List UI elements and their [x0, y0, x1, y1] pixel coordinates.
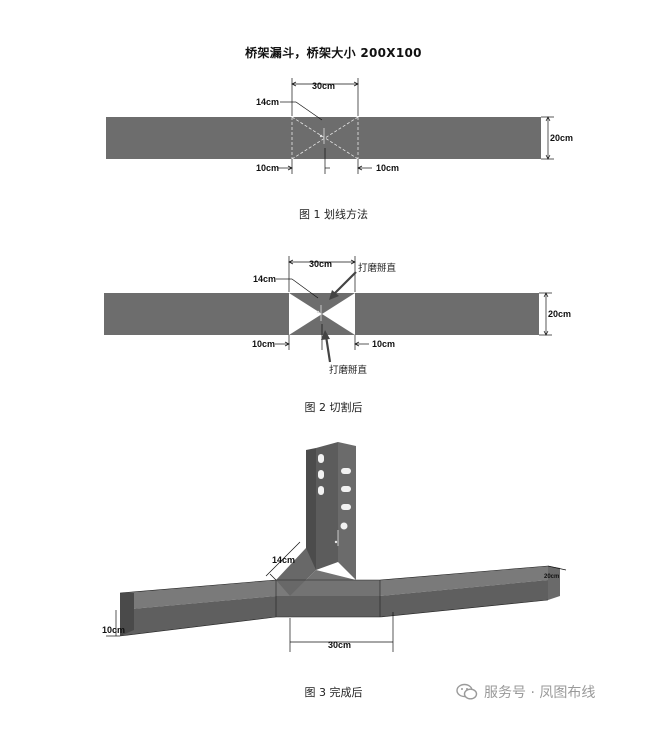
- branch-slots: [318, 454, 351, 530]
- tray-edges: [119, 565, 549, 637]
- figure-3-caption: 图 3 完成后: [304, 686, 363, 699]
- right-end: [548, 566, 560, 600]
- marking-lines: [291, 116, 359, 160]
- dim-top-label: 30cm: [309, 259, 332, 269]
- dim-diagonal: [280, 101, 323, 121]
- dim-right-label: 20cm: [548, 309, 571, 319]
- dim-bottom: [275, 324, 369, 350]
- upper-note-label: 打磨掰直: [358, 262, 397, 274]
- cut-left-triangle: [289, 293, 322, 335]
- dim-height: [106, 610, 120, 637]
- main-tray-front: [120, 580, 548, 636]
- figure-1-caption: 图 1 划线方法: [299, 208, 368, 221]
- lower-note-label: 打磨掰直: [329, 364, 368, 376]
- dim-right-label: 20cm: [550, 133, 573, 143]
- dim-branch: [265, 541, 301, 581]
- watermark-text: 服务号 · 凤图布线: [484, 685, 596, 701]
- dim-height-label: 10cm: [102, 625, 125, 635]
- page-title: 桥架漏斗，桥架大小 200X100: [245, 46, 422, 60]
- left-end: [120, 593, 134, 636]
- dim-top-label: 30cm: [312, 81, 335, 91]
- dim-bottom-right-label: 10cm: [372, 339, 395, 349]
- dim-bottom: [289, 612, 394, 652]
- funnel-left: [276, 548, 316, 596]
- dim-diagonal-label: 14cm: [253, 274, 276, 284]
- dim-diagonal: [276, 278, 319, 299]
- watermark: 服务号 · 凤图布线: [456, 682, 595, 702]
- dim-diagonal-label: 14cm: [256, 97, 279, 107]
- upper-note-arrow: [329, 271, 357, 300]
- figure-3-finished-tee: 14cm 10cm 30cm 20cm: [102, 442, 567, 652]
- dim-bottom-left-label: 10cm: [252, 339, 275, 349]
- branch-face: [338, 442, 356, 580]
- dim-bottom: [278, 148, 372, 174]
- dim-right: [547, 565, 567, 571]
- cut-right-triangle: [322, 293, 355, 335]
- dim-bottom-right-label: 10cm: [376, 163, 399, 173]
- tray-strip: [106, 117, 541, 159]
- branch-top-lip: [306, 448, 316, 570]
- figure-2-caption: 图 2 切割后: [304, 401, 363, 414]
- lower-note-arrow: [321, 330, 332, 363]
- funnel-center: [290, 570, 380, 596]
- center-dot: [319, 134, 323, 138]
- dim-right: [539, 292, 552, 336]
- dim-bottom-left-label: 10cm: [256, 163, 279, 173]
- dim-right-label: 20cm: [544, 574, 559, 580]
- figure-1-marking-diagram: 30cm 14cm 20cm 10cm 10cm: [106, 78, 573, 174]
- wechat-icon: [456, 683, 478, 700]
- dim-top: [291, 78, 359, 116]
- figure-2-cut-diagram: 30cm 14cm 20cm 10cm 10cm 打磨掰直 打磨掰直: [104, 256, 571, 376]
- dim-branch-label: 14cm: [272, 555, 295, 565]
- dim-bottom-label: 30cm: [328, 640, 351, 650]
- dim-right: [541, 116, 554, 160]
